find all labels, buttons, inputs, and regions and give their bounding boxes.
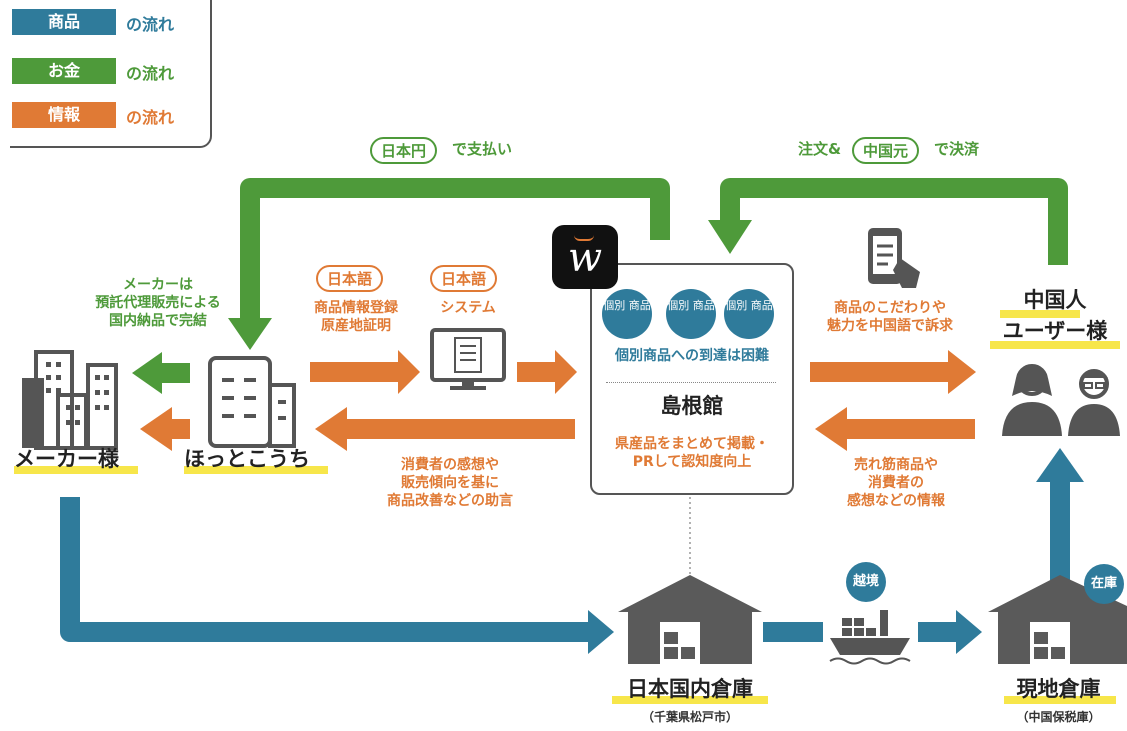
info-flow-to-system xyxy=(310,362,400,382)
maker-buildings-icon xyxy=(22,350,118,450)
info-flow-to-platform-back-head xyxy=(815,407,847,451)
legend: 商品 の流れ お金 の流れ 情報 の流れ xyxy=(10,0,212,148)
info-flow-to-user xyxy=(810,362,950,382)
local-warehouse-title: 現地倉庫 xyxy=(1016,677,1101,701)
goods-flow-to-local xyxy=(918,622,958,642)
chinese-user-title-line2: ユーザー様 xyxy=(1002,319,1108,343)
info-flow-to-hottokouchi xyxy=(345,419,575,439)
office-building-icon xyxy=(208,356,296,448)
goods-flow-to-user xyxy=(1050,480,1070,580)
item-circle-1: 個別 商品 xyxy=(602,289,652,339)
difficulty-note: 個別商品への到達は困難 xyxy=(615,348,769,364)
shimane-platform-box: 個別 商品 個別 商品 個別 商品 個別商品への到達は困難 島根館 県産品をまと… xyxy=(590,263,794,495)
users-icon xyxy=(1002,364,1120,436)
smartphone-touch-icon xyxy=(868,228,920,288)
legend-info-chip: 情報 xyxy=(12,102,116,128)
chinese-user-title-line1: 中国人 xyxy=(1023,288,1087,312)
info-flow-to-user-head xyxy=(948,350,976,394)
app-logo-icon: w xyxy=(552,225,618,289)
platform-name: 島根館 xyxy=(660,394,724,418)
system-label: システム xyxy=(440,300,496,316)
cross-border-badge: 越境 xyxy=(846,562,886,602)
hottokouchi-title: ほっとこうち xyxy=(184,447,310,471)
yen-payment-label: で支払い xyxy=(452,140,513,158)
legend-goods-chip: 商品 xyxy=(12,9,116,35)
maker-delivery-note: メーカーは 預託代理販売による 国内納品で完結 xyxy=(95,277,221,330)
money-flow-yen-head xyxy=(228,318,272,350)
local-warehouse-subtitle: （中国保税庫） xyxy=(1016,710,1101,724)
info-flow-to-hottokouchi-head xyxy=(315,407,347,451)
goods-flow-to-local-head xyxy=(956,610,982,654)
stock-badge: 在庫 xyxy=(1084,564,1124,604)
legend-info-label: の流れ xyxy=(126,108,175,127)
money-flow-yuan-head xyxy=(708,220,752,254)
info-flow-to-platform-head xyxy=(555,350,577,394)
info-flow-to-maker xyxy=(170,419,190,439)
goods-flow-to-jp-warehouse xyxy=(60,497,590,642)
money-flow-yuan xyxy=(720,178,1068,265)
yuan-payment-label: で決済 xyxy=(934,140,980,158)
goods-flow-to-user-head xyxy=(1036,448,1084,482)
info-flow-to-platform-back xyxy=(845,419,975,439)
product-registration-note: 商品情報登録 原産地証明 xyxy=(314,300,398,335)
japanese-pill-registration: 日本語 xyxy=(316,265,384,292)
japanese-pill-system: 日本語 xyxy=(430,265,498,292)
jp-warehouse-title: 日本国内倉庫 xyxy=(627,677,753,701)
goods-flow-to-jp-warehouse-head xyxy=(588,610,614,654)
item-circle-2: 個別 商品 xyxy=(666,289,716,339)
bestseller-info-note: 売れ筋商品や 消費者の 感想などの情報 xyxy=(847,457,945,510)
yen-pill: 日本円 xyxy=(370,137,438,164)
platform-divider xyxy=(606,382,776,383)
platform-description: 県産品をまとめて掲載・ PRして認知度向上 xyxy=(615,436,769,471)
money-flow-yen xyxy=(240,178,670,320)
consumer-feedback-note: 消費者の感想や 販売傾向を基に 商品改善などの助言 xyxy=(387,457,513,510)
item-circle-3: 個別 商品 xyxy=(724,289,774,339)
legend-money-chip: お金 xyxy=(12,58,116,84)
money-flow-to-maker xyxy=(160,363,190,383)
info-flow-to-maker-head xyxy=(140,407,172,451)
legend-money-label: の流れ xyxy=(126,64,175,83)
yuan-pill: 中国元 xyxy=(852,137,920,164)
cargo-ship-icon xyxy=(829,610,911,665)
goods-flow-to-ship xyxy=(763,622,823,642)
app-logo-letter: w xyxy=(567,235,603,281)
jp-warehouse-icon xyxy=(618,575,762,664)
computer-monitor-icon xyxy=(430,328,506,390)
appeal-note: 商品のこだわりや 魅力を中国語で訴求 xyxy=(827,300,953,335)
money-flow-to-maker-head xyxy=(132,352,162,394)
maker-title: メーカー様 xyxy=(14,447,119,471)
info-flow-to-system-head xyxy=(398,350,420,394)
info-flow-to-platform xyxy=(517,362,557,382)
legend-goods-label: の流れ xyxy=(126,15,175,34)
jp-warehouse-subtitle: （千葉県松戸市） xyxy=(641,710,738,724)
order-label: 注文& xyxy=(798,140,842,158)
